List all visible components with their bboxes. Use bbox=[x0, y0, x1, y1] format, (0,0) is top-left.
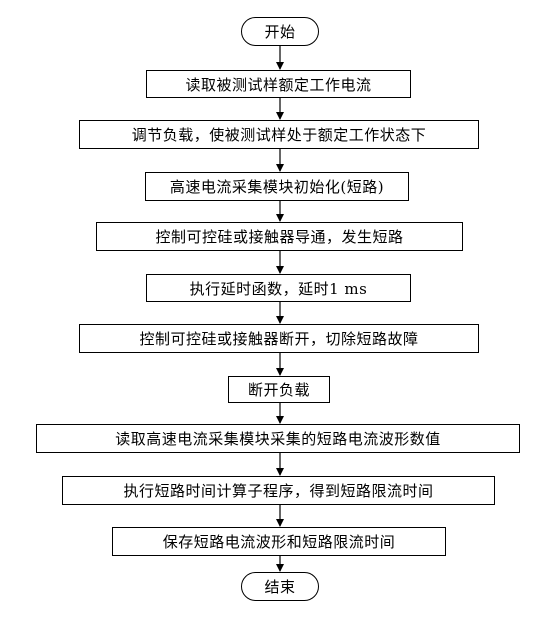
step-disconnect-load: 断开负载 bbox=[228, 376, 330, 403]
end-label: 结束 bbox=[264, 578, 296, 596]
step-label: 调节负载，使被测试样处于额定工作状态下 bbox=[131, 126, 427, 144]
start-terminal: 开始 bbox=[241, 17, 319, 46]
step-label: 高速电流采集模块初始化(短路) bbox=[169, 178, 385, 196]
step-save-results: 保存短路电流波形和短路限流时间 bbox=[112, 527, 446, 556]
step-read-waveform: 读取高速电流采集模块采集的短路电流波形数值 bbox=[36, 424, 520, 453]
step-label: 控制可控硅或接触器断开，切除短路故障 bbox=[139, 330, 419, 348]
step-label: 读取高速电流采集模块采集的短路电流波形数值 bbox=[115, 430, 441, 448]
step-label: 执行短路时间计算子程序，得到短路限流时间 bbox=[123, 482, 434, 500]
step-compute-time: 执行短路时间计算子程序，得到短路限流时间 bbox=[62, 476, 495, 505]
step-adjust-load: 调节负载，使被测试样处于额定工作状态下 bbox=[79, 120, 479, 149]
step-label: 执行延时函数，延时1 ms bbox=[189, 279, 368, 298]
step-delay: 执行延时函数，延时1 ms bbox=[146, 274, 411, 302]
step-read-rated-current: 读取被测试样额定工作电流 bbox=[146, 70, 411, 98]
step-thyristor-off: 控制可控硅或接触器断开，切除短路故障 bbox=[79, 324, 479, 353]
step-init-acquisition: 高速电流采集模块初始化(短路) bbox=[145, 172, 409, 201]
start-label: 开始 bbox=[264, 23, 296, 41]
end-terminal: 结束 bbox=[241, 572, 319, 601]
step-thyristor-on: 控制可控硅或接触器导通，发生短路 bbox=[96, 222, 463, 251]
step-label: 控制可控硅或接触器导通，发生短路 bbox=[155, 228, 404, 246]
step-label: 读取被测试样额定工作电流 bbox=[185, 75, 372, 94]
step-label: 保存短路电流波形和短路限流时间 bbox=[162, 533, 396, 551]
step-label: 断开负载 bbox=[247, 381, 310, 399]
